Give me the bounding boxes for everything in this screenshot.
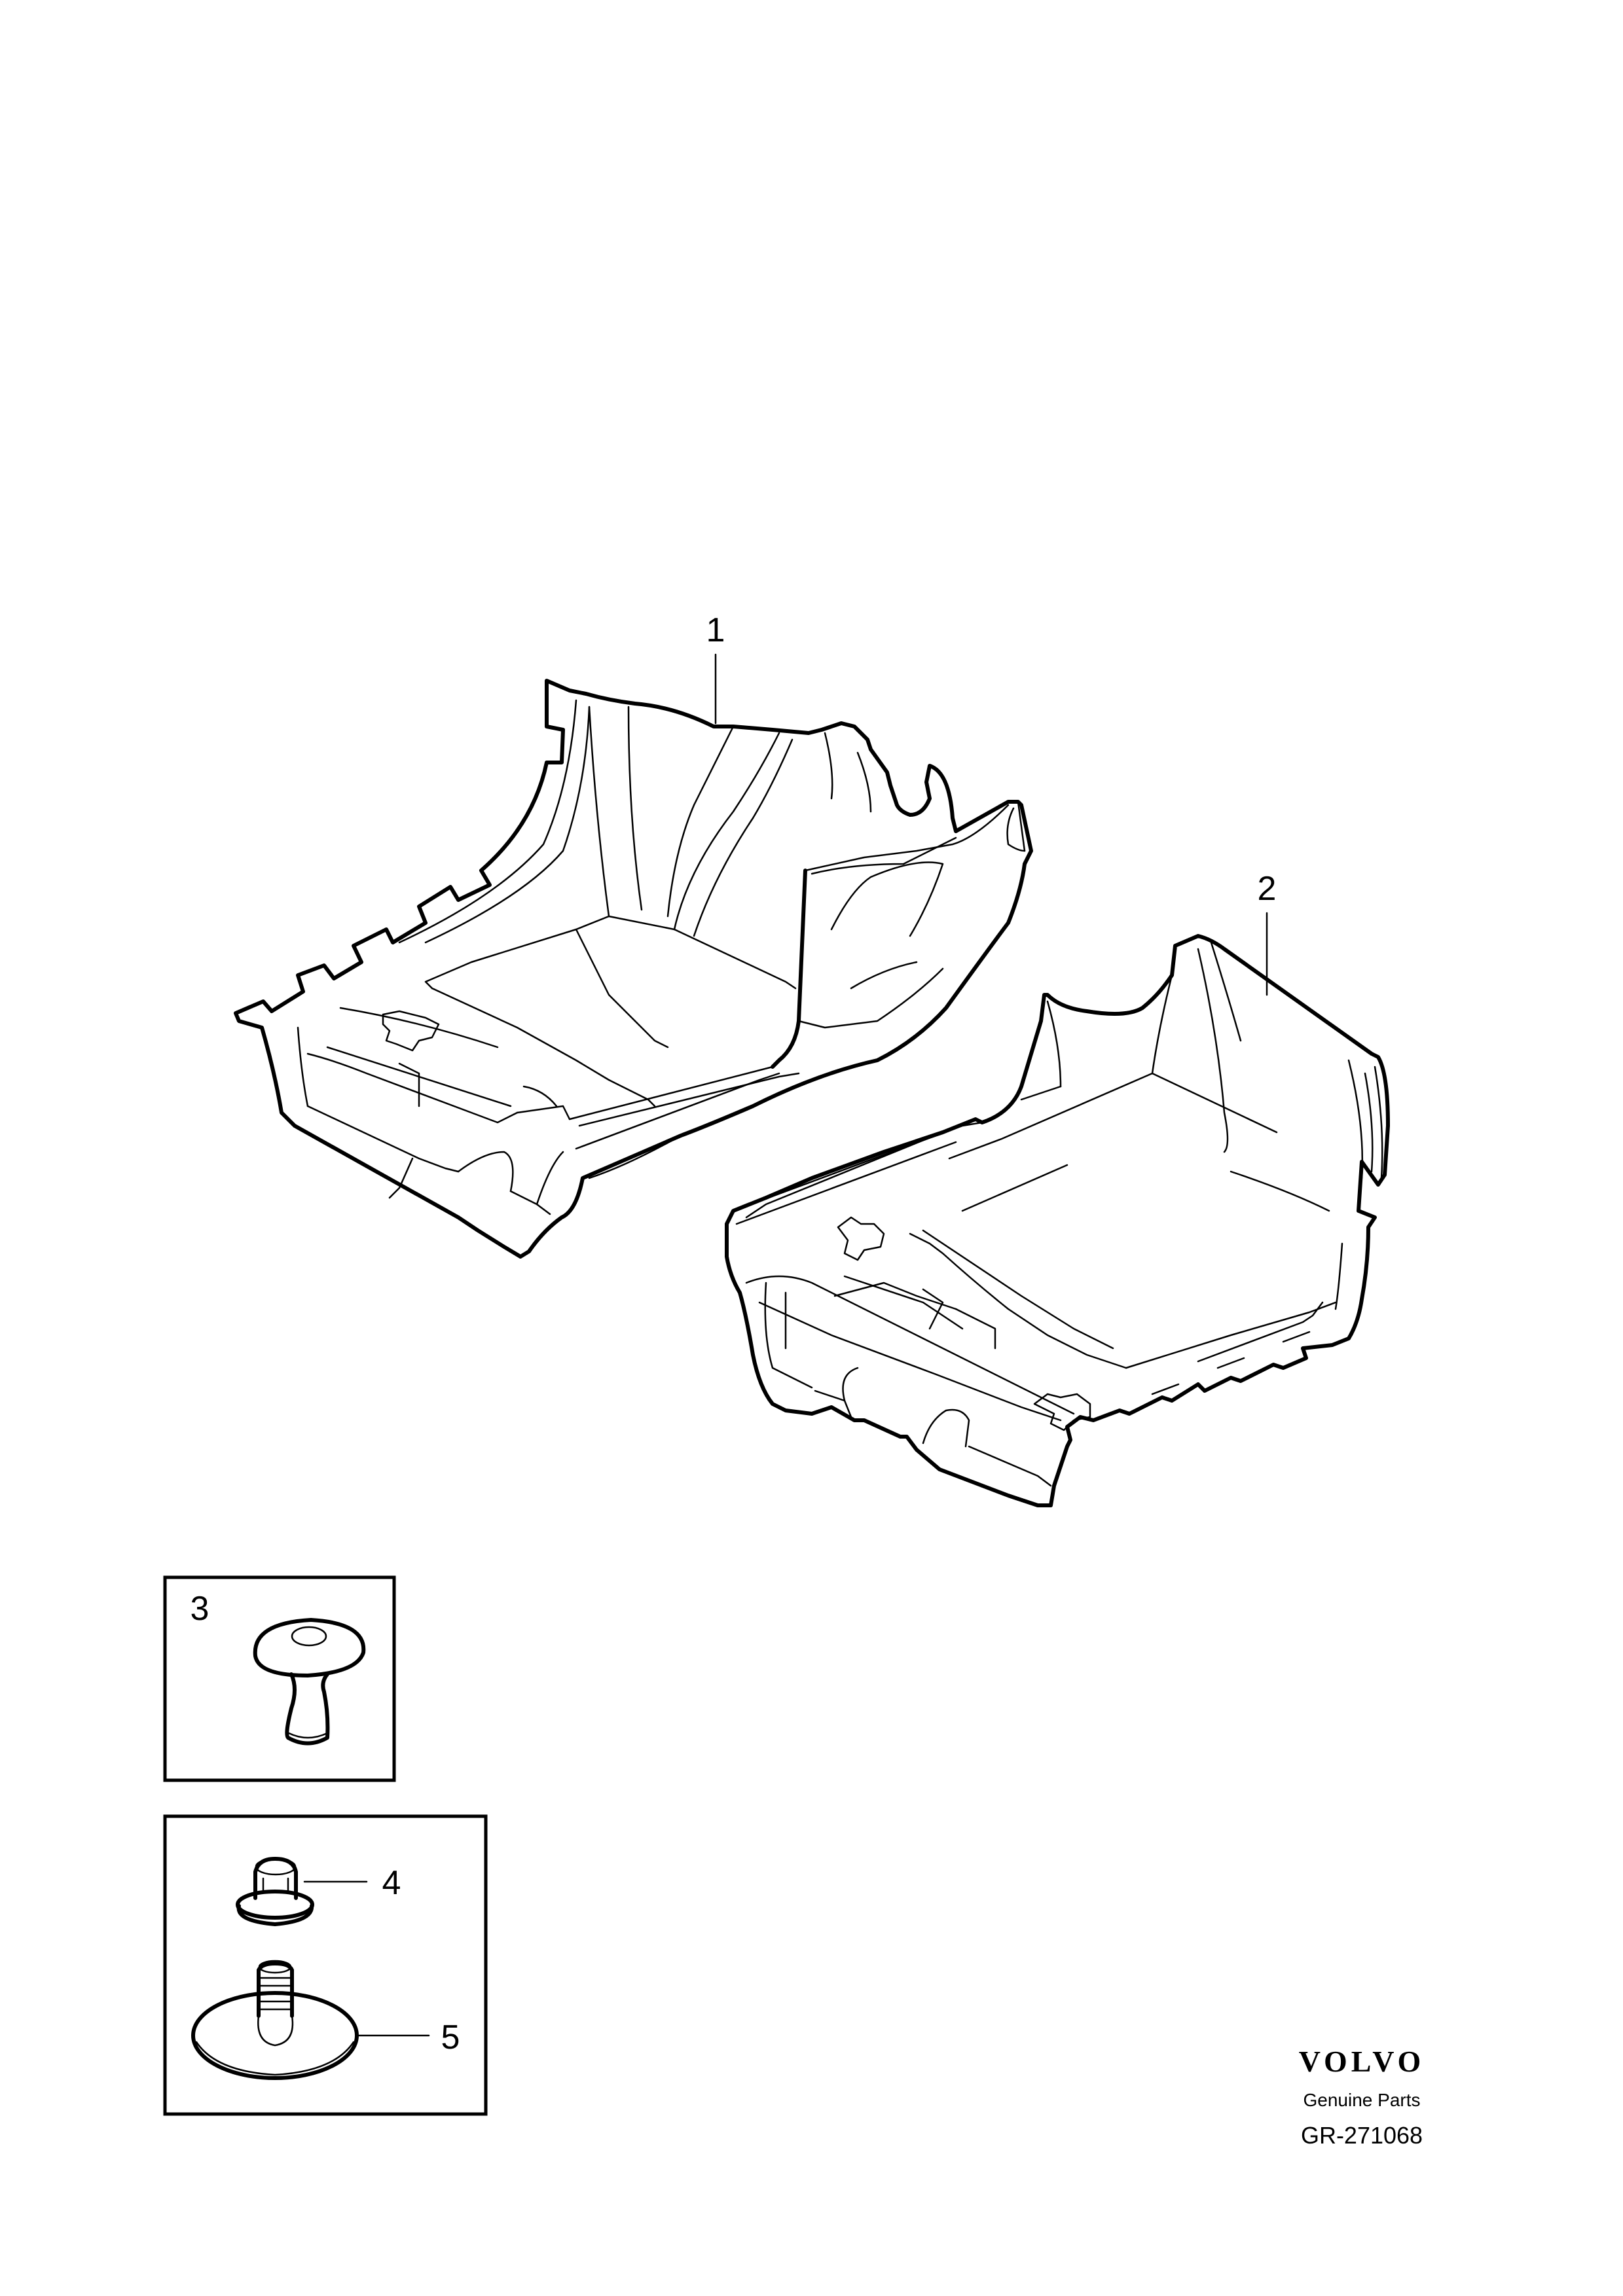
genuine-parts-label: Genuine Parts bbox=[1304, 2090, 1421, 2110]
diagram-reference: GR-271068 bbox=[1301, 2122, 1423, 2149]
front-floor-mat bbox=[234, 679, 1033, 1259]
volvo-logo-text: VOLVO bbox=[1299, 2045, 1425, 2078]
nut-fastener bbox=[236, 1857, 314, 1926]
branding-block: VOLVO Genuine Parts GR-271068 bbox=[1299, 2045, 1425, 2149]
detail-box-4-5: 4 5 bbox=[163, 1814, 488, 2116]
clip-fastener bbox=[253, 1618, 366, 1746]
callout-4: 4 bbox=[382, 1864, 401, 1902]
detail-box-3: 3 bbox=[163, 1575, 396, 1782]
stud-fastener bbox=[191, 1960, 359, 2080]
callout-1: 1 bbox=[706, 611, 725, 649]
rear-floor-mat bbox=[725, 934, 1390, 1507]
callout-3: 3 bbox=[191, 1590, 210, 1628]
callout-5: 5 bbox=[441, 2018, 460, 2056]
callout-leaders bbox=[303, 653, 1268, 2037]
callout-2: 2 bbox=[1258, 870, 1277, 908]
